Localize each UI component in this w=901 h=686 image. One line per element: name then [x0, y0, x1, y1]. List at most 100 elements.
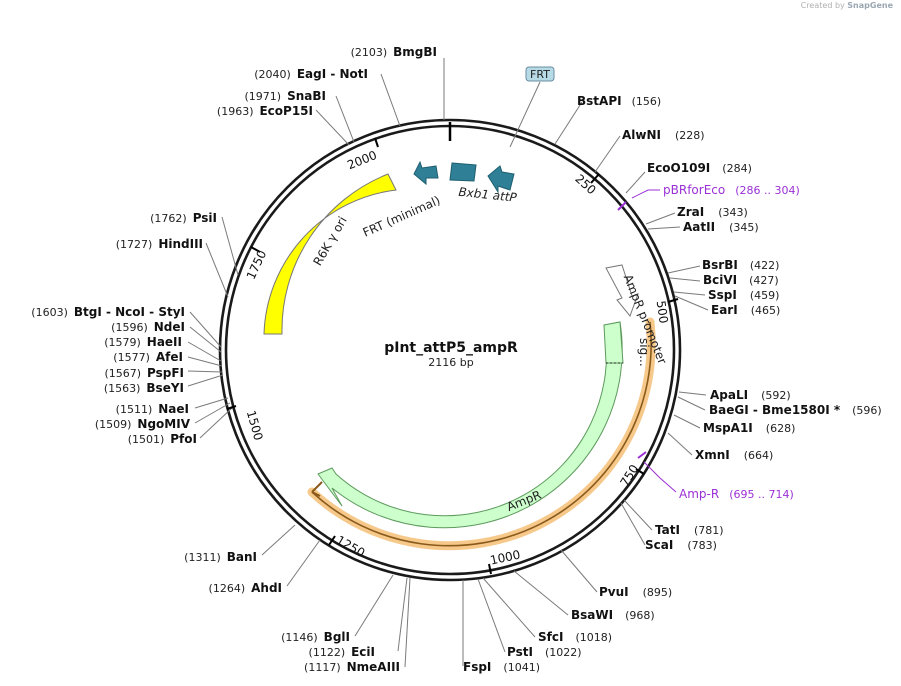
site-label-pvui: PvuI(895): [599, 585, 672, 599]
tick-label-1500: 1500: [244, 409, 266, 442]
snapgene-brand: SnapGene: [847, 1, 893, 10]
lead-xmni: [667, 432, 693, 456]
lead-sspi: [673, 291, 706, 296]
site-label-sfci: SfcI(1018): [538, 630, 612, 644]
site-label-pspfi: (1567)PspFI: [104, 366, 184, 380]
lead-psii: [221, 216, 239, 276]
lead-tati: [623, 499, 653, 531]
site-label-sspi: SspI(459): [708, 288, 779, 302]
site-label-naei: (1511)NaeI: [116, 402, 189, 416]
site-label-haeii: (1579)HaeII: [104, 335, 182, 349]
primer-site-pbrforeco: [617, 201, 627, 211]
site-label-psti: PstI(1022): [507, 645, 582, 659]
lead-alwni: [594, 135, 621, 173]
ampr-label: AmpR: [505, 488, 543, 514]
lead-bani: [261, 524, 296, 556]
site-label-ecoo109i: EcoO109I(284): [647, 161, 752, 175]
site-label-alwni: AlwNI(228): [622, 128, 705, 142]
site-label-pfoi: (1501)PfoI: [128, 432, 197, 446]
lead-ngomiv: [194, 402, 231, 424]
lead-bseyi: [187, 374, 224, 387]
tick-1500: [226, 405, 237, 410]
lead-nmeaiii: [404, 577, 411, 668]
lead-ecoo109i: [625, 171, 646, 194]
lead-pspfi: [187, 370, 223, 373]
frt-tag-label: FRT: [530, 68, 550, 81]
lead-aatii: [647, 226, 681, 230]
lead-ahdi: [286, 539, 321, 587]
primer-site-amp-r: [637, 451, 647, 459]
tick-label-250: 250: [572, 172, 598, 198]
ampr-feature-arrow: [317, 321, 623, 529]
primer-arrowhead: [311, 481, 323, 497]
site-label-ahdi: (1264)AhdI: [209, 581, 282, 595]
lead-bcivi: [669, 277, 701, 282]
lead-scai: [620, 502, 646, 546]
lead-eari: [674, 295, 709, 311]
site-label-psii: (1762)PsiI: [150, 211, 217, 225]
tick-label-1000: 1000: [489, 548, 522, 568]
site-label-scai: ScaI(783): [645, 538, 717, 552]
tick-label-500: 500: [654, 300, 671, 325]
primer-arrow-arc: [311, 321, 652, 547]
primer-label-pbrforeco: pBRforEco(286 .. 304): [663, 183, 800, 197]
site-label-apali: ApaLI(592): [710, 388, 791, 402]
site-label-bstapi: BstAPI(156): [577, 94, 661, 108]
lead-ecop15i: [315, 109, 350, 146]
site-label-ndei: (1596)NdeI: [111, 320, 185, 334]
lead-apali: [678, 391, 707, 396]
leader-lines: [187, 58, 709, 668]
sig-peptide-segment: [603, 321, 624, 364]
sig-label: sig...: [637, 338, 651, 367]
lead-pbrforeco: [631, 189, 660, 199]
lead-snabi: [335, 95, 355, 143]
lead-sfci: [482, 577, 536, 638]
lead-bsawi: [513, 570, 569, 616]
lead-frt-tag: [509, 81, 541, 148]
lead-amp-r: [643, 461, 677, 493]
site-label-bseyi: (1563)BseYI: [104, 381, 184, 395]
site-label-bsawi: BsaWI(968): [571, 608, 655, 622]
credit-prefix: Created by: [800, 1, 845, 10]
site-label-ecii: (1122)EciI: [309, 645, 375, 659]
primer-label-amp-r: Amp-R (695 .. 714): [679, 487, 794, 501]
site-label-ngomiv: (1509)NgoMIV: [95, 417, 191, 431]
tick-750: [635, 468, 645, 475]
lead-mspa1i: [673, 414, 701, 429]
plasmid-length: 2116 bp: [428, 356, 473, 369]
r6k-ori-label: R6K γ ori: [311, 214, 350, 268]
tick-2000: [374, 137, 379, 148]
lead-bgli: [354, 574, 394, 637]
lead-hindiii: [205, 242, 229, 298]
lead-ecii: [397, 577, 408, 652]
site-label-ecop15i: (1963)EcoP15I: [217, 104, 313, 118]
frt-minimal-label: FRT (minimal): [361, 193, 443, 240]
bxb1-attp-arrow: [487, 165, 515, 194]
primer-range-amp-r: (695 .. 714): [729, 488, 794, 501]
site-labels-left: (1117)NmeAIII (1122)EciI (1146)BglI (126…: [31, 45, 437, 674]
lead-haeii: [187, 341, 222, 362]
frt-tag-box: [525, 66, 555, 82]
site-label-bcivi: BciVI(427): [703, 273, 779, 287]
site-label-snabi: (1971)SnaBI: [245, 89, 326, 103]
tick-1000: [488, 563, 492, 575]
frt-minimal-arrow: [413, 160, 439, 186]
lead-ndei: [189, 326, 222, 353]
lead-afei: [187, 356, 223, 367]
site-label-eari: EarI(465): [711, 303, 780, 317]
site-label-afei: (1577)AfeI: [113, 350, 183, 364]
lead-eagi: [380, 73, 401, 127]
bxb1-attp-label: Bxb1 attP: [458, 185, 518, 205]
primer-name-amp-r: Amp-R: [679, 487, 719, 501]
primer-name-pbrforeco: pBRforEco: [663, 183, 725, 197]
site-label-nmeaiii: (1117)NmeAIII: [304, 660, 400, 674]
site-label-bani: (1311)BanI: [184, 550, 257, 564]
tick-500: [667, 298, 679, 303]
lead-baegi: [677, 396, 706, 411]
site-label-baegi: BaeGI - Bme1580I *(596): [709, 403, 882, 417]
site-label-xmni: XmnI(664): [695, 448, 773, 462]
site-label-btgi: (1603)BtgI - NcoI - StyI: [31, 305, 185, 319]
tick-1250: [328, 535, 336, 546]
site-label-aatii: AatII(345): [683, 220, 759, 234]
